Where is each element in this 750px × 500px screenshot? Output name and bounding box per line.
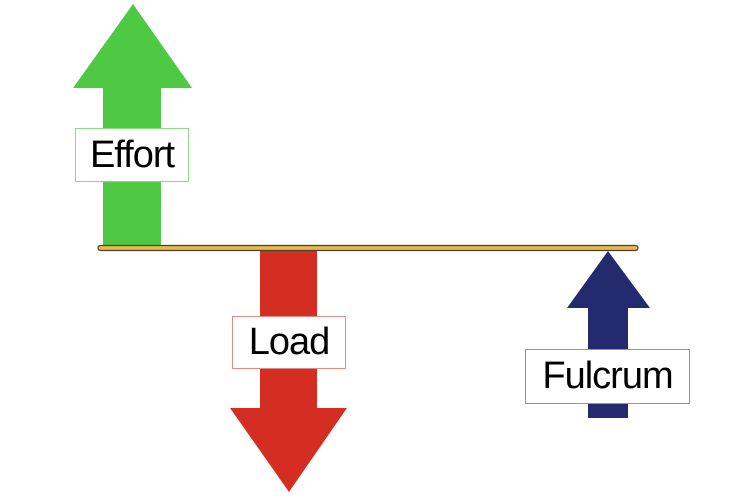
effort-label-text: Effort (89, 133, 175, 176)
fulcrum-label: Fulcrum (525, 349, 690, 404)
effort-label: Effort (75, 128, 189, 182)
fulcrum-arrow (567, 251, 650, 418)
load-label-text: Load (248, 321, 331, 363)
lever-beam (97, 244, 639, 252)
load-arrow (230, 250, 347, 492)
fulcrum-label-text: Fulcrum (542, 355, 673, 397)
effort-arrow (73, 4, 192, 246)
load-label: Load (232, 316, 346, 369)
